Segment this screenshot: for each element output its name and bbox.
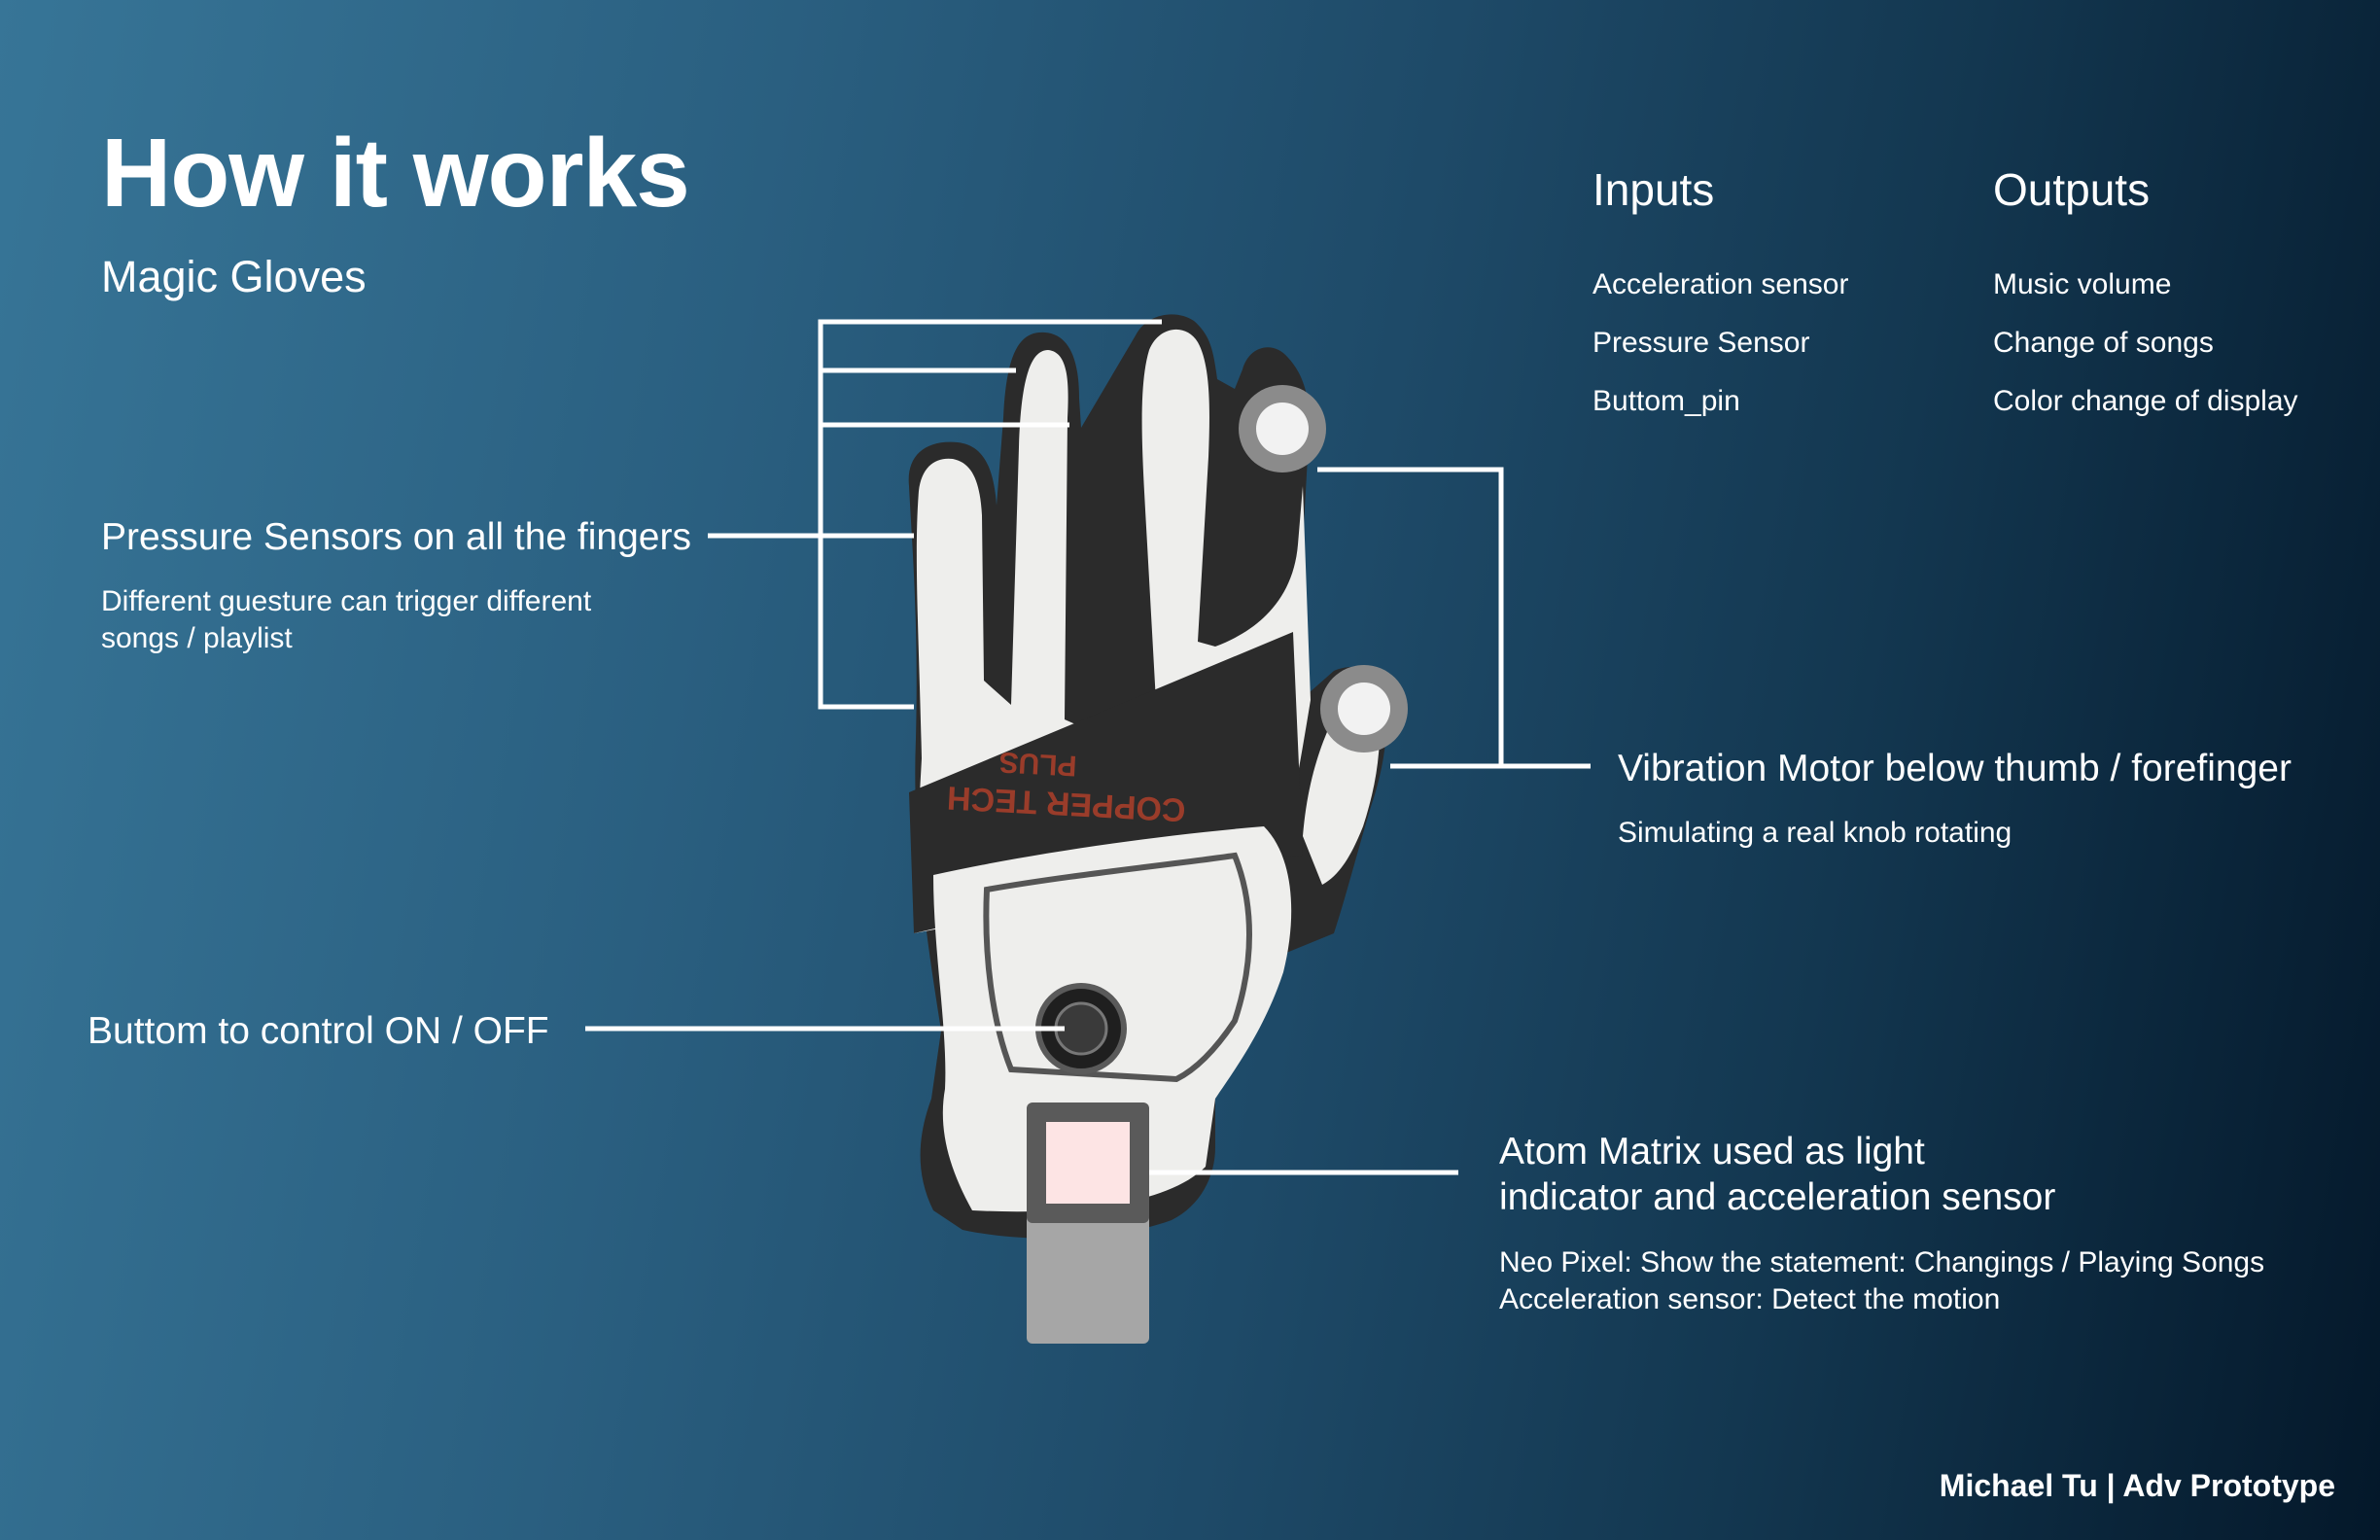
outputs-item: Change of songs [1993, 327, 2214, 359]
sensor-marker-lower [1320, 665, 1408, 752]
atom-matrix-device [1027, 1102, 1149, 1344]
pressure-leader-line [708, 319, 1162, 710]
inputs-heading: Inputs [1592, 164, 1715, 215]
outputs-item: Color change of display [1993, 385, 2298, 417]
vibration-callout-description: Simulating a real knob rotating [1618, 817, 2012, 849]
pressure-callout-description: Different guesture can trigger different… [101, 585, 592, 655]
vibration-callout-title: Vibration Motor below thumb / forefinger [1618, 748, 2292, 789]
button-callout-title: Buttom to control ON / OFF [88, 1010, 549, 1052]
outputs-heading: Outputs [1993, 164, 2151, 215]
inputs-item: Buttom_pin [1592, 385, 1740, 417]
outputs-item: Music volume [1993, 268, 2172, 300]
atom-body [1027, 1213, 1149, 1344]
atom-callout-description: Neo Pixel: Show the statement: Changings… [1499, 1246, 2265, 1316]
pressure-callout-title: Pressure Sensors on all the fingers [101, 516, 691, 558]
glove-illustration: COPPER TECH PLUS [908, 314, 1387, 1239]
page-subtitle: Magic Gloves [101, 252, 367, 301]
atom-callout-title: Atom Matrix used as light indicator and … [1499, 1131, 2056, 1218]
vibration-leader-line [1317, 467, 1591, 769]
author-credit: Michael Tu | Adv Prototype [1939, 1468, 2335, 1503]
page-title: How it works [101, 119, 690, 228]
atom-led [1046, 1122, 1130, 1204]
glove-strap-edge [983, 852, 1252, 1083]
inputs-item: Acceleration sensor [1592, 268, 1849, 300]
inputs-item: Pressure Sensor [1592, 327, 1810, 359]
glove-brand-subtext: PLUS [998, 746, 1078, 782]
sensor-marker-upper [1239, 385, 1326, 472]
